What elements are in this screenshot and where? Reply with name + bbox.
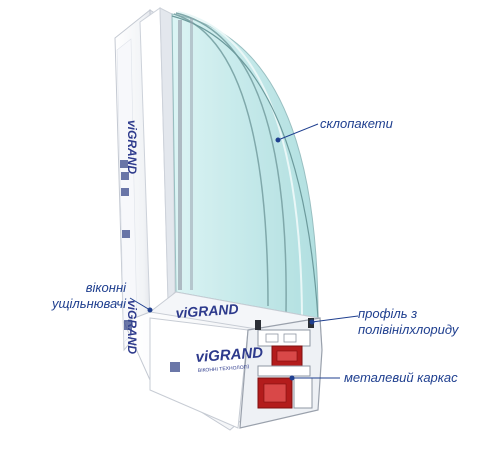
- leader-seals: [129, 297, 151, 311]
- leader-glass-units-dot: [275, 137, 281, 143]
- callout-profile-line1: профіль з: [358, 306, 418, 321]
- profile-cross-section: [239, 317, 323, 429]
- brand-logo-text-post: viGRAND: [125, 120, 139, 174]
- callout-steel-frame: металевий каркас: [344, 370, 458, 385]
- leader-steel-frame-dot: [289, 375, 295, 381]
- callout-profile: профіль з полівінілхлориду: [358, 306, 458, 338]
- leader-glass-units: [277, 123, 319, 141]
- frame-bottom-profile: [123, 291, 323, 431]
- brand-logo-text-upper: viGRAND: [175, 301, 239, 321]
- leader-seals-dot: [147, 307, 153, 313]
- leader-profile-dot: [309, 319, 315, 325]
- brand-logo-text: viGRAND: [195, 344, 264, 366]
- tape-qr-marks: [120, 160, 180, 372]
- callout-seals-line2: ущільнювачі: [51, 296, 126, 311]
- glass-unit: [171, 11, 319, 319]
- callout-seals: віконні ущільнювачі: [26, 280, 126, 312]
- callout-profile-line2: полівінілхлориду: [358, 322, 459, 337]
- callout-seals-line1: віконні: [85, 280, 126, 295]
- callout-glass-units: склопакети: [320, 116, 393, 131]
- leader-lines: [129, 123, 359, 381]
- brand-tagline: ВІКОННІ ТЕХНОЛОГІЇ: [198, 363, 250, 374]
- leader-profile: [311, 315, 359, 323]
- sash-vertical-member: [139, 7, 176, 320]
